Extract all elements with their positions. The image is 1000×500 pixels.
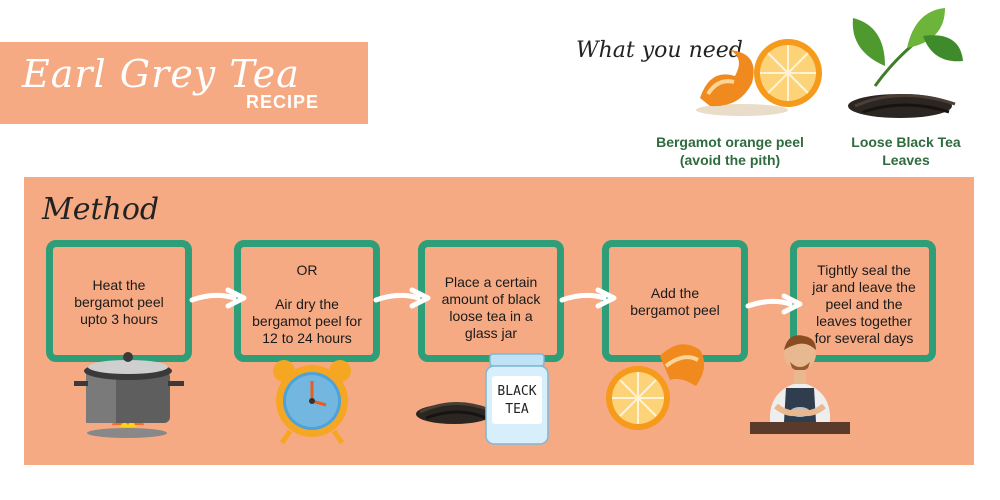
- step-3-line: amount of black: [441, 291, 541, 307]
- step-1-text: Heat the bergamot peel upto 3 hours: [60, 277, 178, 328]
- arrow-right-icon: [745, 293, 803, 315]
- jar-label-line1: BLACK: [497, 384, 537, 399]
- step-5-line: leaves together: [816, 313, 912, 329]
- page-title: Earl Grey Tea: [22, 52, 300, 96]
- step-2-line: OR: [296, 262, 318, 278]
- barista-icon: [750, 335, 850, 434]
- step-2-text: OR Air dry the bergamot peel for 12 to 2…: [242, 262, 372, 347]
- ingredient-peel-line1: Bergamot orange peel: [656, 134, 804, 150]
- alarm-clock-icon: [273, 360, 351, 445]
- title-banner: [0, 42, 368, 124]
- arrow-right-icon: [373, 287, 431, 309]
- step-5-text: Tightly seal the jar and leave the peel …: [800, 262, 928, 347]
- step-3-line: loose tea in a: [449, 308, 533, 324]
- step-2-frame: [234, 240, 380, 362]
- step-5-line: jar and leave the: [812, 279, 916, 295]
- page-subtitle: RECIPE: [246, 92, 320, 112]
- ingredient-peel-line2: (avoid the pith): [679, 152, 781, 168]
- orange-half-icon: [606, 344, 705, 430]
- step-5-line: peel and the: [825, 296, 903, 312]
- ingredient-tea-line1: Loose Black Tea: [851, 134, 961, 150]
- step-5-line: Tightly seal the: [817, 262, 911, 278]
- ingredient-tea-line2: Leaves: [882, 152, 930, 168]
- step-2-line: Air dry the: [275, 296, 339, 312]
- cooking-pot-icon: [74, 352, 184, 438]
- step-5-line: for several days: [814, 330, 914, 346]
- step-1-line: upto 3 hours: [80, 311, 158, 327]
- step-2-line: 12 to 24 hours: [262, 330, 352, 346]
- ingredient-label-peel: Bergamot orange peel (avoid the pith): [650, 133, 810, 169]
- step-3-text: Place a certain amount of black loose te…: [428, 274, 554, 342]
- arrow-right-icon: [189, 287, 247, 309]
- arrow-right-icon: [559, 287, 617, 309]
- step-3-line: Place a certain: [444, 274, 538, 290]
- tea-jar-icon: [485, 353, 549, 445]
- ingredient-label-tea: Loose Black Tea Leaves: [842, 133, 970, 169]
- step-1-line: Heat the: [92, 277, 146, 293]
- step-1-line: bergamot peel: [74, 294, 164, 310]
- step-4-text: Add the bergamot peel: [612, 285, 738, 319]
- tea-leaves-pile-icon: [416, 401, 492, 424]
- step-4-line: bergamot peel: [630, 302, 720, 318]
- step-4-line: Add the: [650, 285, 700, 301]
- step-2-spacer: [242, 279, 372, 296]
- step-2-line: bergamot peel for: [252, 313, 362, 329]
- jar-label-line2: TEA: [505, 402, 529, 417]
- step-1-frame: [46, 240, 192, 362]
- ingredients-title: What you need: [576, 38, 743, 63]
- tea-leaves-icon: [848, 8, 963, 118]
- step-3-line: glass jar: [464, 325, 518, 341]
- method-title: Method: [42, 192, 160, 227]
- orange-peel-icon: [696, 39, 822, 116]
